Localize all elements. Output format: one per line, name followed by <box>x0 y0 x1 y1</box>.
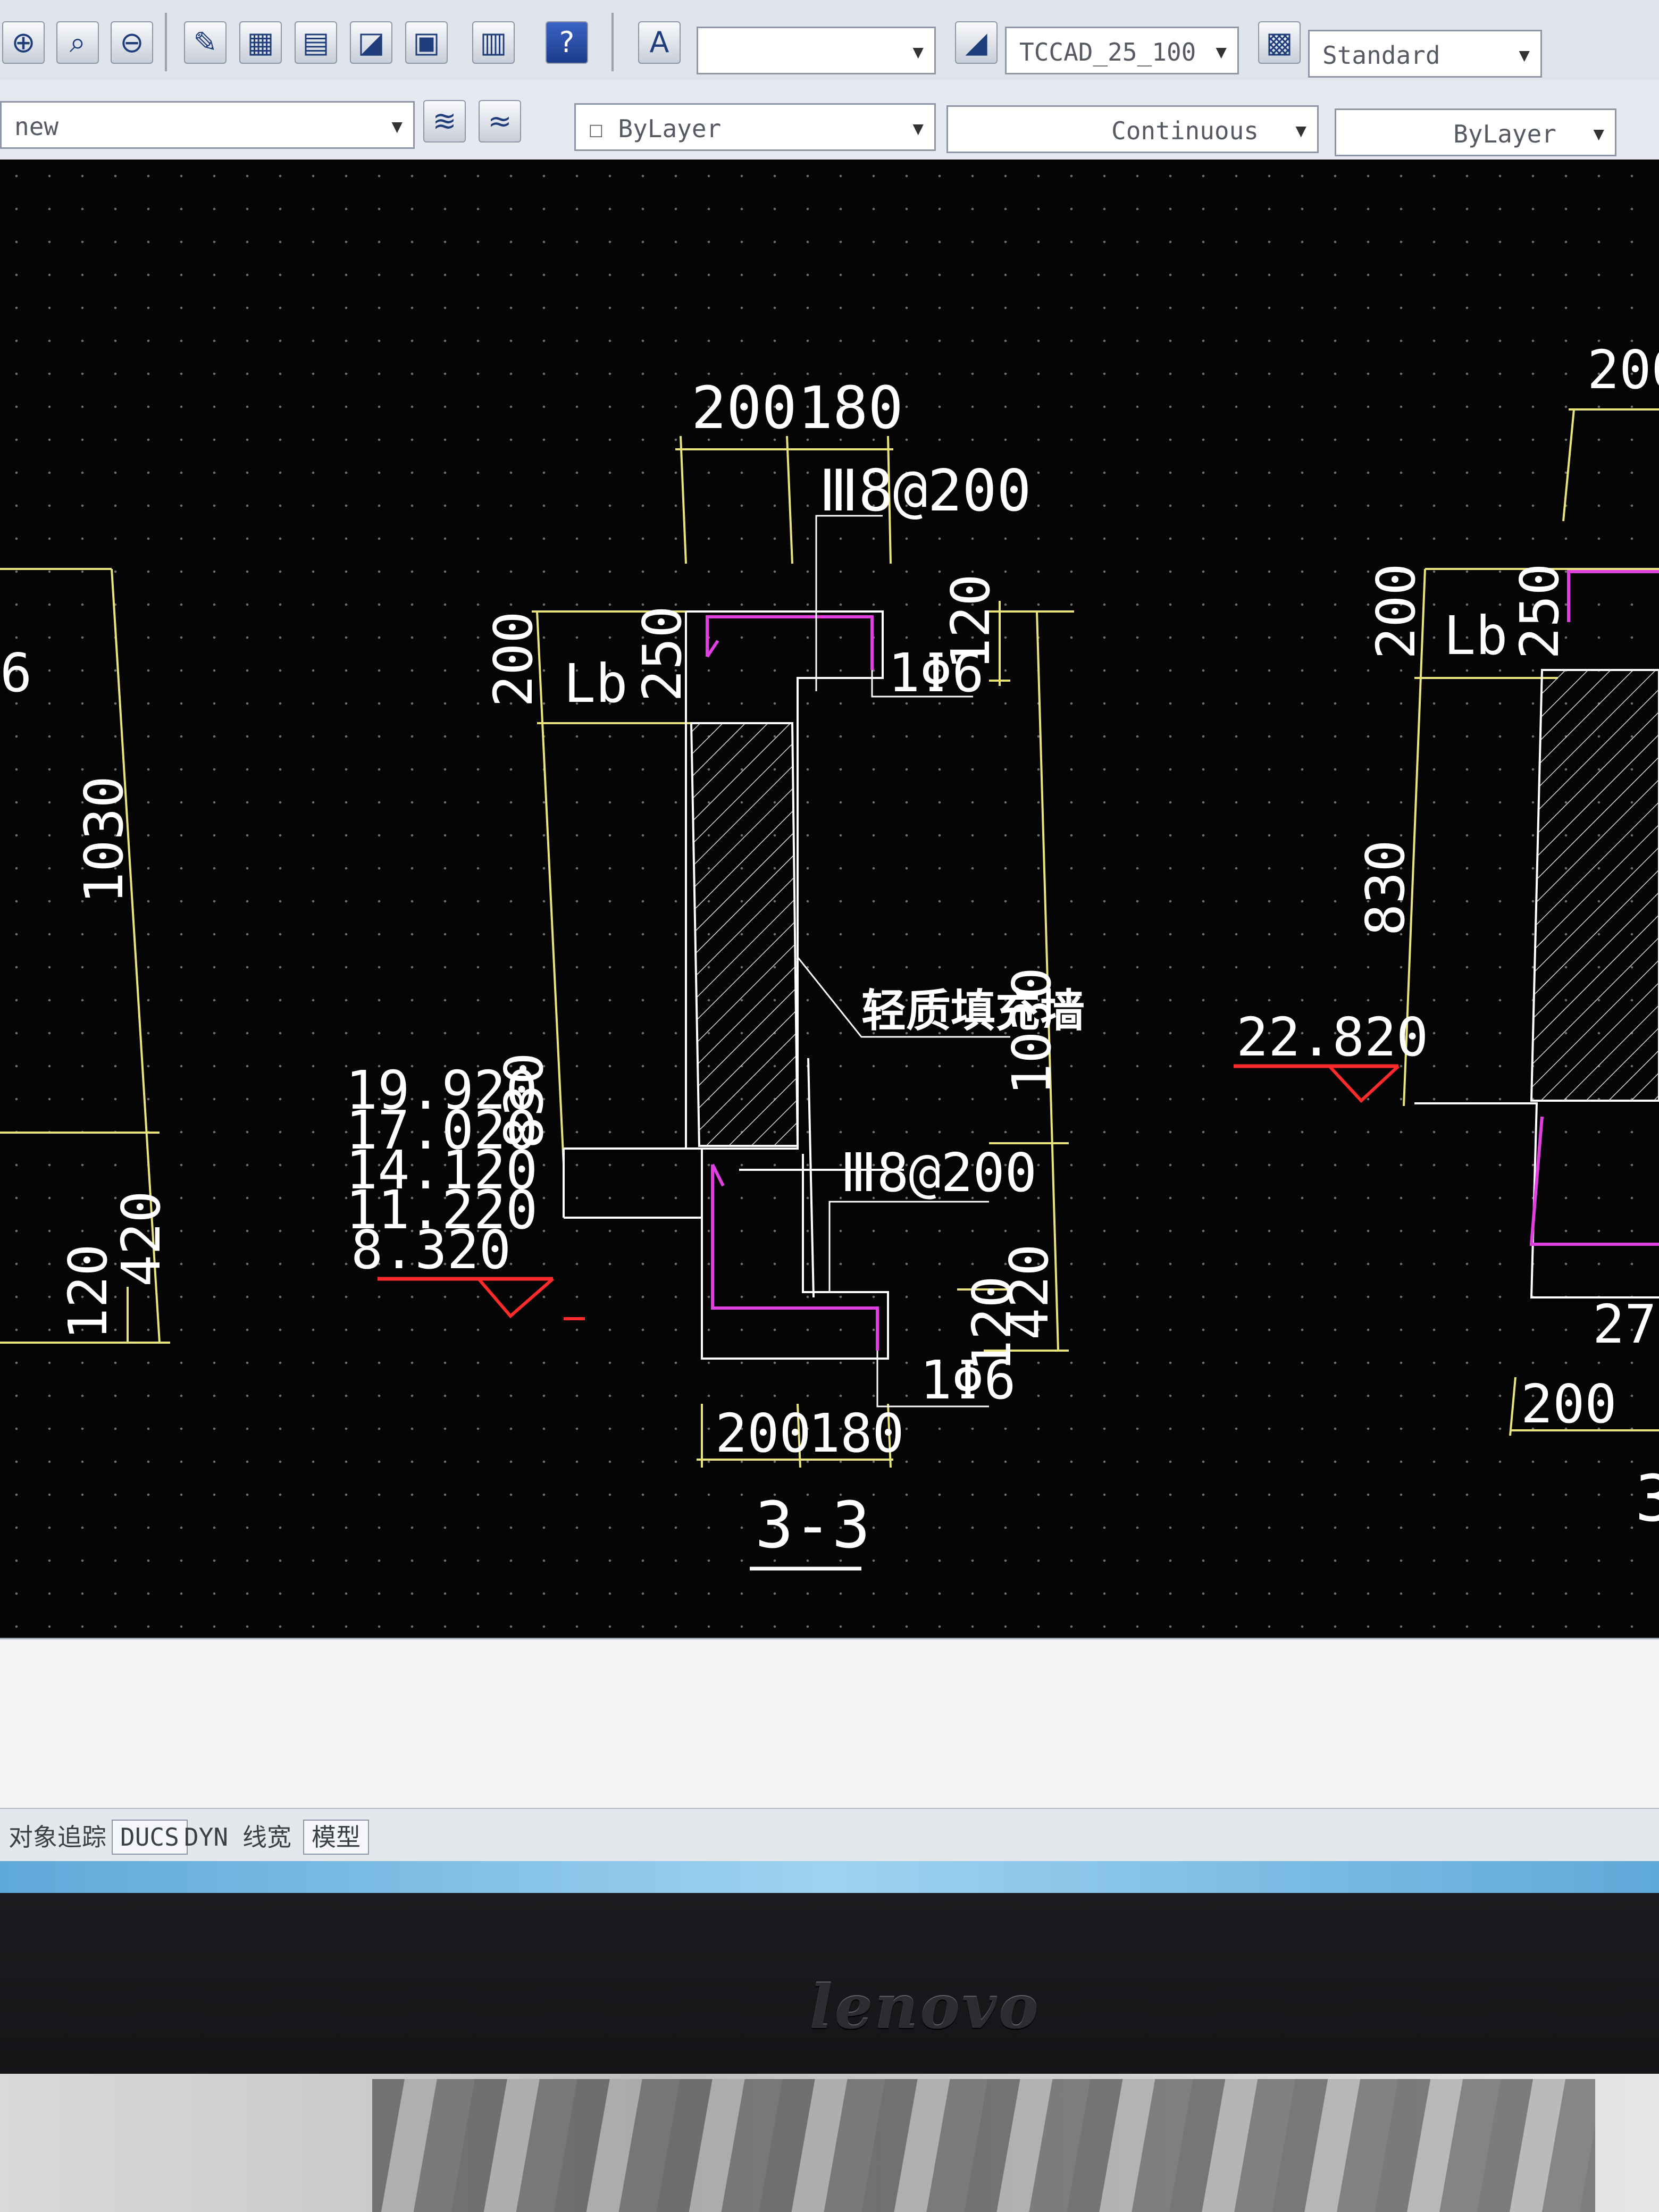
layer-value: new <box>14 112 59 141</box>
elevation-1: 19.920 <box>346 1059 538 1121</box>
brand-logo: lenovo <box>810 1973 1041 2042</box>
layer-states-icon[interactable]: ≋ <box>423 100 466 143</box>
left-dim-1030: 1030 <box>73 776 135 904</box>
toolbar-separator <box>165 13 167 71</box>
status-object-track[interactable]: 对象追踪 <box>9 1823 106 1851</box>
section-title: 3-3 <box>755 1489 870 1563</box>
chevron-down-icon: ▼ <box>912 118 924 139</box>
standard-toolbar: ⊕ ⌕ ⊖ ✎ ▦ ▤ ◪ ▣ ▥ ? A ▼ ◢ TCCAD_25_100 ▼… <box>0 0 1659 81</box>
dim-style-select[interactable]: TCCAD_25_100 ▼ <box>1005 27 1239 74</box>
top-dim-200: 200 <box>691 374 797 442</box>
sheet-set-icon[interactable]: ▣ <box>405 21 448 64</box>
calculator-icon[interactable]: ▥ <box>472 21 515 64</box>
right-dim-830: 830 <box>1354 840 1417 936</box>
dim-250: 250 <box>631 606 693 702</box>
rebar-bottom-label: Ⅲ8@200 <box>840 1142 1037 1204</box>
lb-label: Lb <box>564 652 627 715</box>
left-dim-6: 6 <box>0 642 32 704</box>
chevron-down-icon: ▼ <box>1295 120 1306 141</box>
zoom-in-icon[interactable]: ⊕ <box>2 21 45 64</box>
dim-style-value: TCCAD_25_100 <box>1019 38 1196 66</box>
desk-clutter <box>372 2079 1595 2212</box>
color-value: ByLayer <box>618 114 722 143</box>
tie-bottom-label: 1Φ6 <box>920 1349 1016 1411</box>
elevation-3: 14.120 <box>346 1139 538 1201</box>
grid-icon[interactable]: ▦ <box>239 21 282 64</box>
right-dim-200: 200 <box>1365 563 1427 659</box>
dim-1030-right: 1030 <box>1001 967 1063 1095</box>
command-area[interactable] <box>0 1638 1659 1809</box>
layer-previous-icon[interactable]: ≈ <box>479 100 521 143</box>
section-3-3: 200 180 Ⅲ8@200 200 Lb 250 120 1Φ6 轻质填充墙 … <box>346 374 1085 1571</box>
right-section-title: 3 <box>1635 1462 1659 1536</box>
bottom-dim-180: 180 <box>808 1402 904 1464</box>
rebar-top-label: Ⅲ8@200 <box>819 458 1032 524</box>
chevron-down-icon: ▼ <box>1216 41 1227 63</box>
dim-200-left: 200 <box>482 611 544 707</box>
elevation-5: 8.320 <box>351 1219 511 1281</box>
status-dyn[interactable]: DYN <box>184 1823 229 1851</box>
dim-420: 420 <box>998 1244 1060 1340</box>
chevron-down-icon: ▼ <box>912 41 924 63</box>
wall-label: 轻质填充墙 <box>861 985 1085 1037</box>
left-dim-120: 120 <box>57 1244 119 1340</box>
status-lineweight[interactable]: 线宽 <box>242 1823 291 1851</box>
status-ducs[interactable]: DUCS <box>112 1820 188 1855</box>
toolbar-separator <box>611 13 614 71</box>
dim-120-bottom: 120 <box>961 1276 1023 1372</box>
layer-select[interactable]: new ▼ <box>0 101 415 149</box>
status-bar: 对象追踪 DUCS DYN 线宽 模型 <box>0 1808 1659 1862</box>
status-model[interactable]: 模型 <box>303 1820 369 1855</box>
properties-icon[interactable]: ✎ <box>184 21 227 64</box>
color-select[interactable]: ☐ ByLayer ▼ <box>574 103 936 151</box>
help-icon[interactable]: ? <box>546 21 588 64</box>
text-style-select[interactable]: ▼ <box>697 27 936 74</box>
table-style-icon[interactable]: ▩ <box>1258 21 1301 64</box>
elevation-2: 17.020 <box>346 1099 538 1161</box>
bottom-dim-200: 200 <box>715 1402 811 1464</box>
cad-drawing: 1030 420 120 6 <box>0 339 1659 1571</box>
zoom-window-icon[interactable]: ⌕ <box>56 21 99 64</box>
dim-style-icon[interactable]: ◢ <box>955 21 998 64</box>
right-bottom-dim-276: 276 <box>1593 1293 1659 1355</box>
tool-palette-icon[interactable]: ◪ <box>350 21 392 64</box>
chevron-down-icon: ▼ <box>1593 123 1604 145</box>
right-top-dim: 200 <box>1587 339 1659 401</box>
right-detail: 200 200 Lb 250 830 22.820 276 200 3 <box>1234 339 1659 1536</box>
elevation-4: 11.220 <box>346 1179 538 1241</box>
right-elevation: 22.820 <box>1236 1006 1428 1068</box>
dim-830: 830 <box>493 1052 555 1149</box>
right-bottom-dim-200: 200 <box>1521 1373 1617 1435</box>
lineweight-select[interactable]: ByLayer ▼ <box>1335 108 1616 156</box>
monitor-screen: ⊕ ⌕ ⊖ ✎ ▦ ▤ ◪ ▣ ▥ ? A ▼ ◢ TCCAD_25_100 ▼… <box>0 0 1659 1893</box>
table-style-value: Standard <box>1322 41 1440 70</box>
linetype-value: Continuous <box>1111 116 1259 145</box>
zoom-out-icon[interactable]: ⊖ <box>111 21 153 64</box>
checkbox-icon: ☐ <box>589 114 604 143</box>
top-dim-180: 180 <box>798 374 903 442</box>
linetype-select[interactable]: Continuous ▼ <box>946 105 1319 153</box>
properties-toolbar: new ▼ ≋ ≈ ☐ ByLayer ▼ Continuous ▼ ByLay… <box>0 80 1659 161</box>
dim-120-top: 120 <box>940 574 1002 670</box>
text-style-icon[interactable]: A <box>638 21 681 64</box>
table-style-select[interactable]: Standard ▼ <box>1308 30 1542 78</box>
lineweight-value: ByLayer <box>1453 120 1556 148</box>
right-dim-250: 250 <box>1509 563 1571 659</box>
left-dim-420: 420 <box>110 1191 172 1287</box>
left-detail: 1030 420 120 6 <box>0 568 172 1344</box>
chevron-down-icon: ▼ <box>1519 45 1530 66</box>
tie-top-label: 1Φ6 <box>888 642 984 704</box>
taskbar <box>0 1861 1659 1893</box>
design-center-icon[interactable]: ▤ <box>295 21 337 64</box>
chevron-down-icon: ▼ <box>391 116 403 137</box>
drawing-canvas[interactable]: 1030 420 120 6 <box>0 160 1659 1638</box>
right-lb-label: Lb <box>1444 605 1507 667</box>
